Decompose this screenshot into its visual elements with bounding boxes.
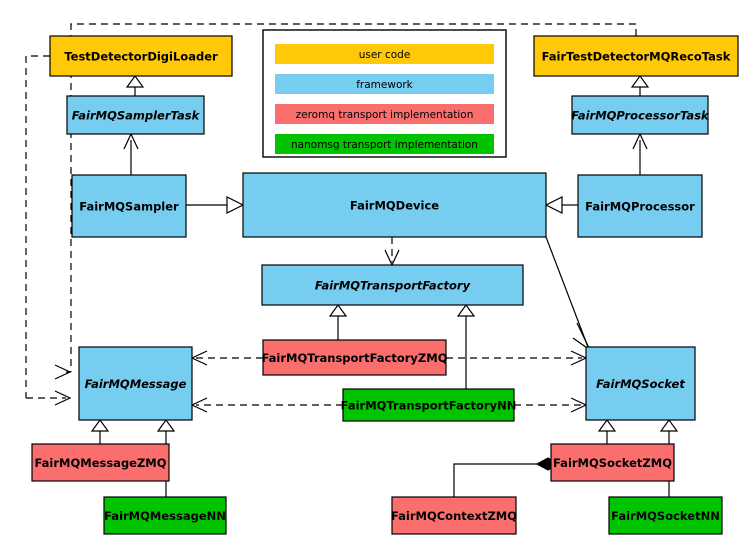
class-box-rect bbox=[262, 339, 447, 376]
class-box-FairMQSamplerTask[interactable]: FairMQSamplerTask bbox=[66, 95, 205, 135]
class-box-rect bbox=[31, 443, 170, 482]
legend-swatch-user_code bbox=[275, 44, 494, 64]
legend-item-user_code: user code bbox=[275, 44, 494, 64]
class-box-label: FairMQSocketZMQ bbox=[553, 456, 672, 470]
edge-sampler-to-device bbox=[186, 196, 245, 214]
class-box-rect bbox=[533, 35, 739, 77]
class-box-rect bbox=[550, 443, 675, 482]
edge-tfzmq-to-socket bbox=[446, 350, 588, 366]
class-box-FairMQMessageZMQ[interactable]: FairMQMessageZMQ bbox=[31, 443, 170, 482]
class-box-label: FairMQMessageZMQ bbox=[34, 456, 166, 470]
class-box-rect bbox=[103, 496, 227, 535]
class-box-label: FairMQContextZMQ bbox=[391, 509, 517, 523]
class-box-FairMQProcessor[interactable]: FairMQProcessor bbox=[577, 174, 703, 238]
edge-contextzmq-to-socketzmq bbox=[453, 457, 561, 497]
class-box-label: FairMQTransportFactoryZMQ bbox=[261, 351, 447, 365]
class-box-label: FairMQMessage bbox=[85, 377, 187, 391]
edge-processor-to-device bbox=[544, 196, 578, 214]
class-box-FairMQSocket[interactable]: FairMQSocket bbox=[585, 346, 696, 421]
class-box-rect bbox=[391, 496, 517, 535]
class-box-FairMQTransportFactoryNN[interactable]: FairMQTransportFactoryNN bbox=[341, 388, 517, 422]
legend-item-framework: framework bbox=[275, 74, 494, 94]
edge-recotask-to-message bbox=[54, 23, 637, 380]
class-box-label: FairMQDevice bbox=[350, 199, 439, 213]
edge-processor-to-processortask bbox=[632, 132, 648, 175]
edge-socketzmq-to-socket bbox=[597, 418, 617, 444]
class-box-label: FairMQProcessor bbox=[585, 200, 695, 214]
edge-tfnn-to-socket bbox=[514, 397, 588, 413]
class-box-label: FairMQSamplerTask bbox=[72, 109, 201, 123]
class-box-rect bbox=[585, 346, 696, 421]
legend: user code framework zeromq transport imple… bbox=[262, 29, 507, 158]
class-box-FairMQTransportFactory[interactable]: FairMQTransportFactory bbox=[261, 264, 524, 306]
class-box-FairMQDevice[interactable]: FairMQDevice bbox=[242, 172, 547, 238]
class-box-FairMQMessage[interactable]: FairMQMessage bbox=[78, 346, 193, 421]
class-box-FairMQSocketNN[interactable]: FairMQSocketNN bbox=[608, 496, 723, 535]
legend-item-nanomsg: nanomsg transport implementation bbox=[275, 134, 494, 154]
class-box-label: FairMQTransportFactoryNN bbox=[341, 399, 517, 413]
class-box-rect bbox=[71, 174, 187, 238]
class-box-FairMQProcessorTask[interactable]: FairMQProcessorTask bbox=[571, 95, 710, 135]
class-box-rect bbox=[342, 388, 515, 422]
class-box-FairMQSocketZMQ[interactable]: FairMQSocketZMQ bbox=[550, 443, 675, 482]
class-box-label: FairMQSocketNN bbox=[611, 509, 720, 523]
class-box-TestDetectorDigiLoader[interactable]: TestDetectorDigiLoader bbox=[49, 35, 233, 77]
legend-swatch-framework bbox=[275, 74, 494, 94]
edge-samplertask-to-digiloader bbox=[125, 74, 145, 96]
edge-tfzmq-to-message bbox=[190, 350, 263, 366]
edge-tfzmq-to-transportfactory bbox=[328, 303, 348, 340]
legend-label-user_code: user code bbox=[359, 49, 411, 61]
class-box-FairMQMessageNN[interactable]: FairMQMessageNN bbox=[103, 496, 227, 535]
class-box-rect bbox=[78, 346, 193, 421]
edge-device-to-transportfactory bbox=[384, 237, 400, 267]
class-box-label: FairTestDetectorMQRecoTask bbox=[542, 50, 731, 64]
class-box-label: TestDetectorDigiLoader bbox=[64, 50, 218, 64]
class-box-rect bbox=[49, 35, 233, 77]
legend-swatch-nanomsg bbox=[275, 134, 494, 154]
legend-swatch-zeromq bbox=[275, 104, 494, 124]
class-box-label: FairMQProcessorTask bbox=[571, 109, 710, 123]
class-box-FairMQTransportFactoryZMQ[interactable]: FairMQTransportFactoryZMQ bbox=[261, 339, 448, 376]
edge-digiloader-to-message bbox=[25, 55, 72, 406]
legend-items: user code framework zeromq transport imple… bbox=[275, 44, 494, 154]
legend-label-zeromq: zeromq transport implementation bbox=[296, 109, 474, 121]
edge-messagezmq-to-message bbox=[90, 418, 110, 444]
class-box-rect bbox=[242, 172, 547, 238]
legend-label-framework: framework bbox=[356, 79, 413, 91]
legend-item-zeromq: zeromq transport implementation bbox=[275, 104, 494, 124]
class-box-rect bbox=[66, 95, 205, 135]
class-box-label: FairMQSampler bbox=[79, 200, 179, 214]
class-box-FairMQContextZMQ[interactable]: FairMQContextZMQ bbox=[391, 496, 517, 535]
class-box-FairTestDetectorMQRecoTask[interactable]: FairTestDetectorMQRecoTask bbox=[533, 35, 739, 77]
class-box-label: FairMQTransportFactory bbox=[315, 279, 471, 293]
class-box-label: FairMQMessageNN bbox=[104, 509, 226, 523]
edge-tfnn-to-transportfactory bbox=[456, 303, 476, 389]
class-box-rect bbox=[261, 264, 524, 306]
nodes-layer: TestDetectorDigiLoaderFairMQSamplerTaskF… bbox=[31, 35, 739, 535]
class-box-label: FairMQSocket bbox=[596, 377, 685, 391]
class-box-rect bbox=[577, 174, 703, 238]
edge-tfnn-to-message bbox=[190, 397, 343, 413]
edge-device-to-socket bbox=[545, 236, 592, 352]
class-box-FairMQSampler[interactable]: FairMQSampler bbox=[71, 174, 187, 238]
edge-sampler-to-samplertask bbox=[123, 132, 139, 175]
legend-label-nanomsg: nanomsg transport implementation bbox=[291, 139, 478, 151]
class-box-rect bbox=[608, 496, 723, 535]
class-box-rect bbox=[571, 95, 709, 135]
edge-processortask-to-recotask bbox=[630, 74, 650, 96]
